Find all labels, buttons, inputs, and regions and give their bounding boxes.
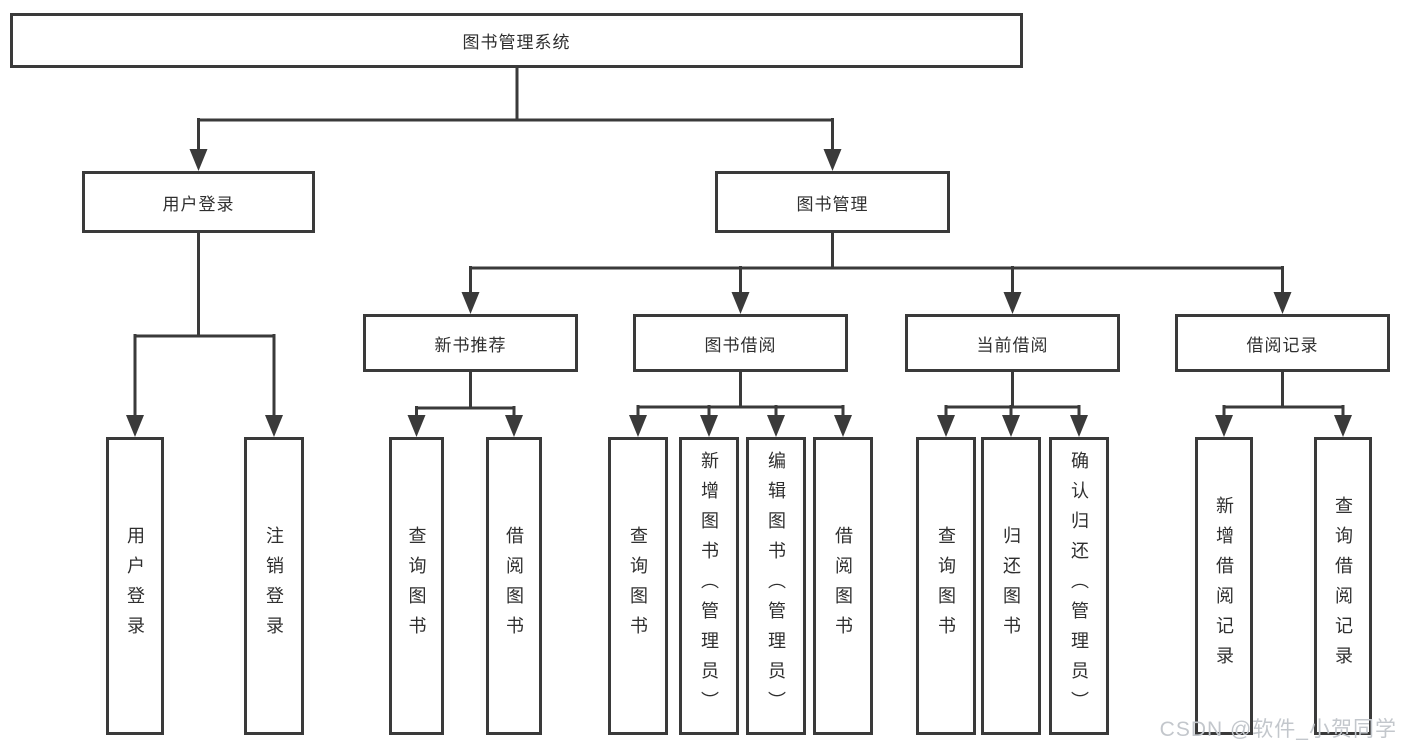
node-book-borrow: 图书借阅: [633, 314, 848, 372]
node-new-book-recommend: 新书推荐: [363, 314, 578, 372]
leaf-bb-add-books-admin-label: 新增图书（管理员）: [699, 451, 719, 721]
node-borrow-records: 借阅记录: [1175, 314, 1390, 372]
node-book-borrow-label: 图书借阅: [704, 335, 777, 355]
leaf-cb-query-books: 查询图书: [916, 437, 976, 735]
leaf-cb-confirm-return-admin: 确认归还（管理员）: [1049, 437, 1109, 735]
leaf-logout-label: 注销登录: [264, 526, 284, 646]
connector-lines: [133, 68, 1345, 420]
node-root: 图书管理系统: [10, 13, 1023, 68]
leaf-br-query-record-label: 查询借阅记录: [1333, 496, 1353, 676]
arrowhead-icons: [126, 149, 1352, 437]
leaf-bb-add-books-admin: 新增图书（管理员）: [679, 437, 739, 735]
leaf-user-login-label: 用户登录: [125, 526, 145, 646]
leaf-nb-borrow-books: 借阅图书: [486, 437, 542, 735]
leaf-cb-return-books: 归还图书: [981, 437, 1041, 735]
leaf-cb-query-books-label: 查询图书: [936, 526, 956, 646]
node-book-management-label: 图书管理: [796, 194, 869, 214]
node-borrow-records-label: 借阅记录: [1246, 335, 1319, 355]
node-user-login-label: 用户登录: [162, 194, 235, 214]
leaf-bb-borrow-books: 借阅图书: [813, 437, 873, 735]
leaf-bb-edit-books-admin: 编辑图书（管理员）: [746, 437, 806, 735]
leaf-bb-edit-books-admin-label: 编辑图书（管理员）: [766, 451, 786, 721]
leaf-cb-confirm-return-admin-label: 确认归还（管理员）: [1069, 451, 1089, 721]
node-new-book-recommend-label: 新书推荐: [434, 335, 507, 355]
leaf-br-add-record-label: 新增借阅记录: [1214, 496, 1234, 676]
node-root-label: 图书管理系统: [462, 33, 571, 52]
leaf-br-query-record: 查询借阅记录: [1314, 437, 1372, 735]
leaf-bb-query-books: 查询图书: [608, 437, 668, 735]
leaf-user-login: 用户登录: [106, 437, 164, 735]
node-current-borrow: 当前借阅: [905, 314, 1120, 372]
leaf-br-add-record: 新增借阅记录: [1195, 437, 1253, 735]
node-book-management: 图书管理: [715, 171, 950, 233]
leaf-nb-borrow-books-label: 借阅图书: [504, 526, 524, 646]
node-user-login: 用户登录: [82, 171, 315, 233]
leaf-bb-query-books-label: 查询图书: [628, 526, 648, 646]
leaf-bb-borrow-books-label: 借阅图书: [833, 526, 853, 646]
leaf-logout: 注销登录: [244, 437, 304, 735]
leaf-nb-query-books-label: 查询图书: [406, 526, 427, 646]
csdn-watermark: CSDN @软件_小贺同学: [1159, 718, 1397, 741]
leaf-nb-query-books: 查询图书: [389, 437, 444, 735]
node-current-borrow-label: 当前借阅: [976, 335, 1049, 355]
leaf-cb-return-books-label: 归还图书: [1001, 526, 1021, 646]
